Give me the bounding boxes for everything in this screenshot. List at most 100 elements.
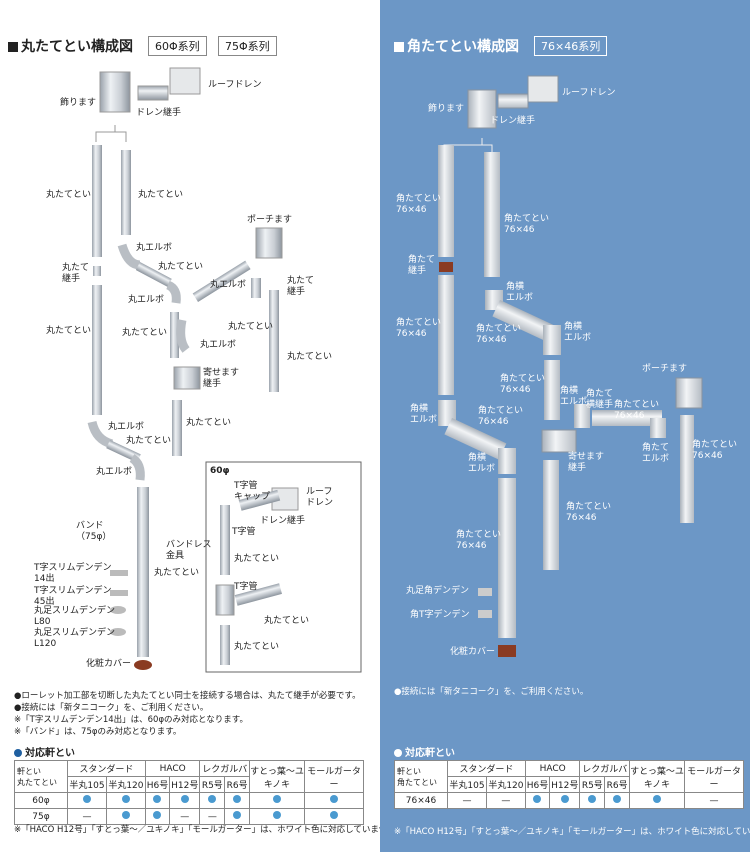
sub-105: 半丸105 xyxy=(67,776,107,793)
left-compat-title: 対応軒とい xyxy=(14,744,75,759)
cell xyxy=(169,792,201,809)
sq-pipe-4 xyxy=(544,360,560,420)
label-kazarimasu: 飾ります xyxy=(60,98,97,108)
porch-pipe xyxy=(269,290,279,392)
sub-h12: H12号 xyxy=(549,776,581,793)
sq-label-kazarimasu: 飾ります xyxy=(428,104,465,114)
sq-porch xyxy=(675,377,703,409)
round-pipe-diag xyxy=(135,262,172,287)
round-pipe-right-1 xyxy=(121,150,131,235)
square-downspout-panel: 角たてとい構成図 76×46系列 飾ります ルーフドレン ドレン継手 角たてとい… xyxy=(380,0,750,852)
square-downspout-diagram xyxy=(438,75,703,657)
round-downspout-diagram xyxy=(87,67,362,673)
circle-bullet-icon xyxy=(394,749,402,757)
table-row: 76×46 — — — xyxy=(394,792,744,809)
table-row: 75φ — — — xyxy=(14,808,364,825)
cell: — xyxy=(485,792,526,809)
sq-collector xyxy=(541,429,577,453)
group-mall: モールガーター xyxy=(304,760,364,793)
compat-dot-icon xyxy=(233,811,242,819)
group-haco: HACO xyxy=(524,760,581,777)
tag-60: 60Φ系列 xyxy=(148,36,207,56)
round-pipe-short xyxy=(170,312,179,358)
compat-dot-icon xyxy=(153,811,162,819)
cell xyxy=(224,792,250,809)
sub-h6: H6号 xyxy=(144,776,171,793)
label-round-pipe-g: 丸たてとい xyxy=(186,418,232,428)
label-inset-60: 60φ xyxy=(210,466,230,476)
label-round-pipe-h: 丸たてとい xyxy=(126,436,172,446)
round-pipe-diag-2 xyxy=(106,439,141,463)
sq-clip-1 xyxy=(478,588,492,596)
compat-dot-icon xyxy=(121,811,130,819)
label-round-pipe-j: 丸たてとい xyxy=(234,554,280,564)
group-mall: モールガーター xyxy=(684,760,744,793)
sub-h6: H6号 xyxy=(524,776,551,793)
label-round-pipe-i: 丸たてとい xyxy=(154,568,200,578)
collector-head xyxy=(173,366,201,390)
label-round-pipe-c: 丸たてとい xyxy=(158,262,204,272)
cell xyxy=(579,792,606,809)
inset-diag xyxy=(234,583,282,606)
sq-pipe-porch xyxy=(680,415,694,523)
round-joint xyxy=(93,266,101,276)
compat-dot-icon xyxy=(653,795,661,803)
label-tee-cap: T字管キャップ xyxy=(234,481,271,502)
square-bullet-icon xyxy=(8,42,18,52)
sub-h12: H12号 xyxy=(169,776,201,793)
label-round-pipe-b: 丸たてとい xyxy=(138,190,184,200)
compat-dot-icon xyxy=(613,795,622,803)
cell xyxy=(524,792,551,809)
tag-76x46: 76×46系列 xyxy=(534,36,608,56)
label-round-pipe-k: 丸たてとい xyxy=(264,616,310,626)
cell xyxy=(304,792,364,809)
sq-elbow-5 xyxy=(574,404,590,428)
left-table-corner: 軒とい丸たてとい xyxy=(14,760,68,793)
label-round-elbow-5: 丸エルボ xyxy=(108,422,145,432)
drain-joint xyxy=(137,85,169,101)
cell xyxy=(629,792,685,809)
compat-dot-icon xyxy=(533,795,542,803)
inset-drain-joint xyxy=(238,489,281,511)
label-round-elbow-3: 丸エルボ xyxy=(210,280,247,290)
label-round-joint: 丸たて継手 xyxy=(62,263,90,284)
round-pipe-left-1 xyxy=(92,145,102,257)
compat-dot-icon xyxy=(273,811,281,819)
cell xyxy=(67,792,107,809)
compat-dot-icon xyxy=(330,811,338,819)
cell: — xyxy=(169,808,201,825)
round-downspout-panel: 丸たてとい構成図 60Φ系列 75Φ系列 飾ります ルーフドレン ドレン継手 丸… xyxy=(8,36,405,835)
note-4: ※「バンド」は、75φのみ対応となります。 xyxy=(14,727,182,737)
porch-elbow xyxy=(251,278,261,298)
sub-r5: R5号 xyxy=(579,776,606,793)
sq-elbow-4 xyxy=(498,448,516,474)
sq-joint xyxy=(439,262,453,272)
right-table-corner: 軒とい角たてとい xyxy=(394,760,448,793)
sq-cover xyxy=(498,645,516,657)
clip-3 xyxy=(110,606,126,614)
inset-pipe-2 xyxy=(220,625,230,665)
note-1: ●ローレット加工部を切断した丸たてとい同士を接続する場合は、丸たて継手が必要です… xyxy=(14,691,361,701)
sq-label-yoko-joint: 角たて横継手 xyxy=(586,389,614,410)
label-cover: 化粧カバー xyxy=(86,659,132,669)
round-elbow-1 xyxy=(117,243,141,270)
sq-label-roof-drain: ルーフドレン xyxy=(562,88,616,98)
sq-drain-joint xyxy=(497,93,529,109)
sq-pipe-2 xyxy=(484,152,500,277)
label-round-pipe-a: 丸たてとい xyxy=(46,190,92,200)
label-tee-1: T字管 xyxy=(232,527,256,537)
sub-r5: R5号 xyxy=(199,776,226,793)
cosmetic-cover xyxy=(134,660,152,670)
cell xyxy=(604,792,630,809)
cell: — xyxy=(199,808,226,825)
label-round-elbow-4: 丸エルボ xyxy=(200,340,237,350)
sq-label-yoko-1: 角横エルボ xyxy=(506,282,534,303)
round-pipe-main xyxy=(137,487,149,657)
round-pipe-left-2 xyxy=(92,285,102,415)
porch-head xyxy=(255,227,283,259)
right-compat-table: 軒とい角たてとい スタンダード HACO レクガルバ すとっ葉〜ユキノキ モール… xyxy=(394,760,744,809)
